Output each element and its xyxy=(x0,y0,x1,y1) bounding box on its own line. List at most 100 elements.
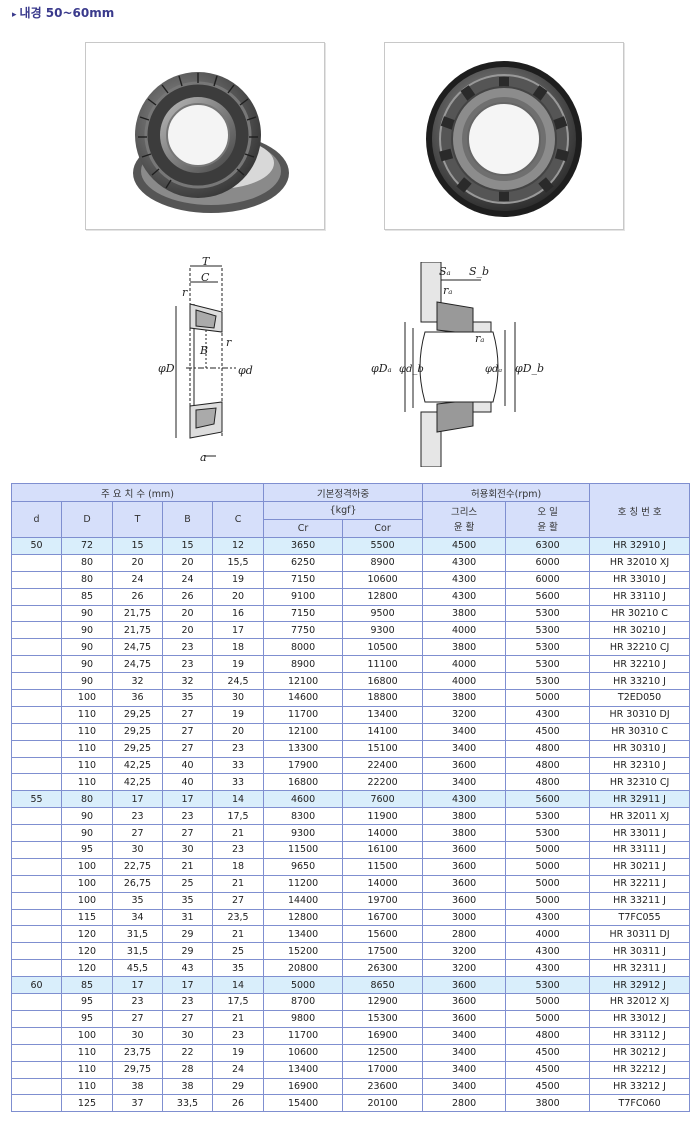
header-B: B xyxy=(162,501,213,538)
cell-D: 115 xyxy=(61,908,113,927)
cell-Cr: 17900 xyxy=(263,756,344,775)
bearing-spec-table: 주 요 치 수 (mm) 기본정격하중 허용회전수(rpm) 호 칭 번 호 d… xyxy=(10,483,691,1113)
cell-grease: 3600 xyxy=(422,841,507,859)
cell-Cor: 16700 xyxy=(342,908,424,927)
cell-oil: 5300 xyxy=(505,807,591,826)
cell-oil: 4500 xyxy=(505,1060,591,1079)
cell-Cr: 15400 xyxy=(263,1094,344,1113)
cell-grease: 3800 xyxy=(422,638,507,657)
cell-T: 29,25 xyxy=(112,739,163,758)
label-Db: φD_b xyxy=(515,362,544,375)
cell-grease: 4500 xyxy=(422,537,507,555)
cell-code: HR 30310 DJ xyxy=(589,705,691,724)
cell-B: 24 xyxy=(162,570,213,589)
cell-C: 21 xyxy=(211,925,265,944)
cell-T: 24,75 xyxy=(112,638,163,657)
cell-code: HR 30211 J xyxy=(589,857,691,876)
cell-oil: 5300 xyxy=(505,621,591,640)
cell-oil: 5000 xyxy=(505,874,591,893)
header-load-rating: 기본정격하중 xyxy=(263,483,424,502)
cell-C: 16 xyxy=(211,604,265,623)
cell-D: 100 xyxy=(61,857,113,876)
bullet-arrow-icon: ▸ xyxy=(12,10,17,20)
cell-grease: 3000 xyxy=(422,908,507,927)
mounting-dimension-drawing: Sₐ S_b rₐ rₐ φDₐ φd_b φdₐ φD_b xyxy=(365,261,555,471)
cell-Cr: 12100 xyxy=(263,672,344,691)
cell-code: HR 32010 XJ xyxy=(589,553,691,572)
label-B: B xyxy=(199,344,208,357)
cell-d xyxy=(11,672,62,691)
section-heading: ▸내경 50~60mm xyxy=(12,4,114,21)
cell-T: 32 xyxy=(112,672,163,691)
cell-Cor: 17000 xyxy=(342,1060,424,1079)
cell-B: 43 xyxy=(162,959,213,978)
cell-grease: 3800 xyxy=(422,824,507,843)
cell-Cor: 18800 xyxy=(342,689,424,707)
label-Sa: Sₐ xyxy=(439,265,451,278)
cell-Cor: 10600 xyxy=(342,570,424,589)
cell-Cor: 12900 xyxy=(342,993,424,1011)
cell-Cor: 10500 xyxy=(342,638,424,657)
cell-oil: 4000 xyxy=(505,925,591,944)
cell-Cr: 16800 xyxy=(263,773,344,792)
cell-T: 23 xyxy=(112,993,163,1011)
cell-d xyxy=(11,638,62,657)
cell-d xyxy=(11,874,62,893)
cell-code: HR 33210 J xyxy=(589,672,691,691)
label-T: T xyxy=(202,256,211,268)
label-a: a xyxy=(200,451,207,464)
cell-D: 110 xyxy=(61,1060,113,1079)
cell-C: 23,5 xyxy=(211,908,265,927)
header-T: T xyxy=(112,501,163,538)
cell-Cr: 13300 xyxy=(263,739,344,758)
cell-C: 25 xyxy=(211,942,265,961)
cell-oil: 5300 xyxy=(505,824,591,843)
cell-code: HR 33011 J xyxy=(589,824,691,843)
cell-code: HR 30311 DJ xyxy=(589,925,691,944)
cell-C: 17 xyxy=(211,621,265,640)
label-r-top: r xyxy=(182,286,188,299)
cell-grease: 3600 xyxy=(422,993,507,1011)
cell-B: 17 xyxy=(162,790,213,809)
label-db: φd_b xyxy=(399,364,424,375)
cell-code: HR 30210 J xyxy=(589,621,691,640)
cell-Cor: 13400 xyxy=(342,705,424,724)
cell-C: 21 xyxy=(211,1009,265,1028)
cell-Cor: 8900 xyxy=(342,553,424,572)
cell-oil: 5300 xyxy=(505,976,591,995)
cell-D: 85 xyxy=(61,587,113,606)
label-Sb: S_b xyxy=(469,265,489,278)
bearing-dimension-drawing: T C r r B φD φd a xyxy=(156,255,266,470)
cell-C: 35 xyxy=(211,959,265,978)
cell-D: 90 xyxy=(61,621,113,640)
cell-d xyxy=(11,773,62,792)
cell-code: HR 30212 J xyxy=(589,1043,691,1062)
cell-Cor: 20100 xyxy=(342,1094,424,1113)
cell-T: 35 xyxy=(112,891,163,910)
cell-code: HR 32912 J xyxy=(589,976,691,995)
label-C: C xyxy=(201,271,210,284)
cell-C: 24,5 xyxy=(211,672,265,691)
cell-Cr: 14400 xyxy=(263,891,344,910)
cell-Cr: 11700 xyxy=(263,1026,344,1045)
cell-code: HR 30310 J xyxy=(589,739,691,758)
cell-D: 120 xyxy=(61,925,113,944)
cell-B: 40 xyxy=(162,756,213,775)
cell-D: 90 xyxy=(61,604,113,623)
cell-grease: 3400 xyxy=(422,1043,507,1062)
cell-d xyxy=(11,925,62,944)
cell-B: 29 xyxy=(162,942,213,961)
